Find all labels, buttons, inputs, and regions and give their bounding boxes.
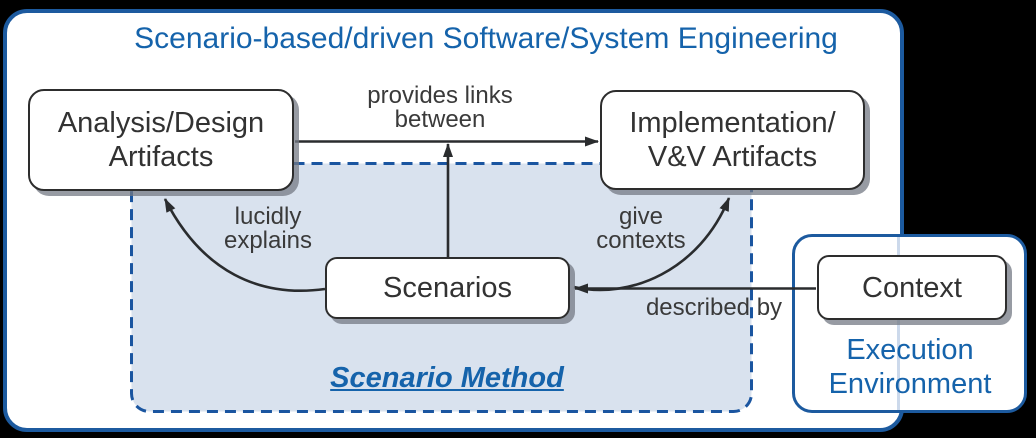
container-border-seam xyxy=(897,237,900,410)
context-node: Context xyxy=(817,255,1007,320)
scenario-method-label: Scenario Method xyxy=(330,362,564,394)
implementation-vv-artifacts-node: Implementation/ V&V Artifacts xyxy=(600,90,865,190)
provides-links-label-line2: between xyxy=(394,106,486,133)
execution-environment-label-line1: Execution xyxy=(846,334,974,366)
give-contexts-label-line1: give xyxy=(618,203,664,230)
scenarios-node-label: Scenarios xyxy=(383,272,512,304)
diagram-title: Scenario-based/driven Software/System En… xyxy=(134,22,838,55)
analysis-design-artifacts-node: Analysis/Design Artifacts xyxy=(28,89,294,191)
provides-links-label-line1: provides links xyxy=(367,82,513,109)
give-contexts-edge-label: give contexts xyxy=(596,205,685,253)
execution-environment-label-line2: Environment xyxy=(828,368,992,400)
implementation-node-label-line1: Implementation/ xyxy=(629,107,836,139)
implementation-node-label-line2: V&V Artifacts xyxy=(647,141,818,173)
context-node-label: Context xyxy=(862,271,962,304)
analysis-node-label-line1: Analysis/Design xyxy=(57,107,265,139)
provides-links-edge-label: provides links between xyxy=(367,84,512,132)
analysis-node-label-line2: Artifacts xyxy=(108,141,214,173)
scenarios-node: Scenarios xyxy=(325,257,570,319)
lucidly-explains-label-line1: lucidly xyxy=(234,203,302,230)
described-by-edge-label: described by xyxy=(645,294,783,321)
lucidly-explains-arrow xyxy=(163,198,326,293)
execution-environment-label: Execution Environment xyxy=(829,333,992,401)
give-contexts-label-line2: contexts xyxy=(596,227,686,254)
lucidly-explains-label-line2: explains xyxy=(223,227,313,254)
lucidly-explains-edge-label: lucidly explains xyxy=(224,205,312,253)
